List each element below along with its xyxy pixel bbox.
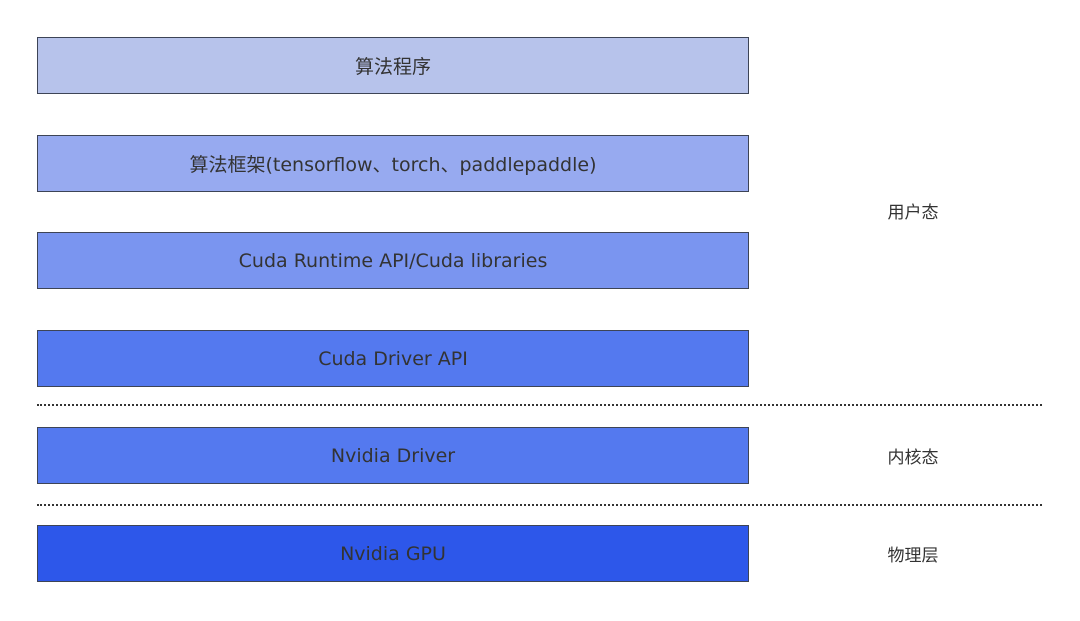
layer-algorithm-framework: 算法框架(tensorflow、torch、paddlepaddle) [37, 135, 749, 192]
zone-label-kernel-space: 内核态 [887, 448, 939, 468]
zone-label-user-space: 用户态 [887, 203, 939, 223]
layer-label: Cuda Runtime API/Cuda libraries [238, 249, 548, 272]
layer-algorithm-program: 算法程序 [37, 37, 749, 94]
zone-label-physical-layer: 物理层 [887, 546, 939, 566]
divider-user-kernel [37, 404, 1042, 406]
layer-cuda-runtime-api: Cuda Runtime API/Cuda libraries [37, 232, 749, 289]
layer-label: Nvidia GPU [340, 542, 446, 565]
divider-kernel-physical [37, 504, 1042, 506]
layer-label: Nvidia Driver [330, 444, 456, 467]
layer-cuda-driver-api: Cuda Driver API [37, 330, 749, 387]
layer-nvidia-driver: Nvidia Driver [37, 427, 749, 484]
layer-label: 算法程序 [354, 56, 431, 78]
layer-label: Cuda Driver API [318, 347, 468, 370]
layer-nvidia-gpu: Nvidia GPU [37, 525, 749, 582]
layer-label: 算法框架(tensorflow、torch、paddlepaddle) [189, 154, 597, 176]
